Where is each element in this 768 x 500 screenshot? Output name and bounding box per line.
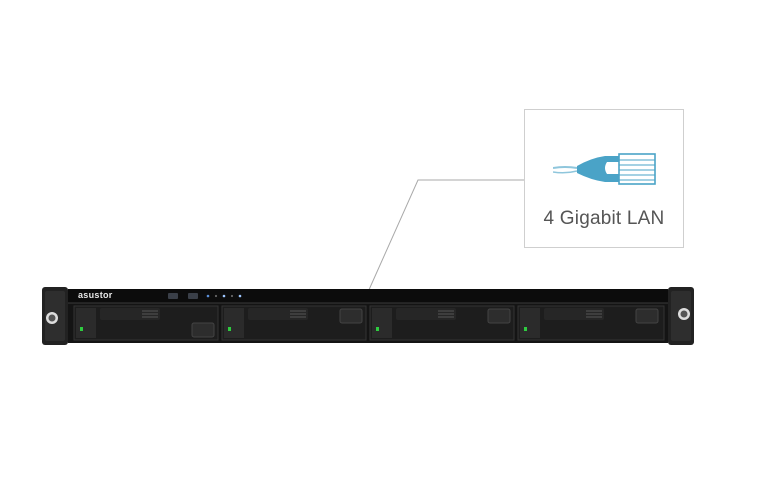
- drive-bay-4: [517, 305, 665, 341]
- drive-bay-1: [73, 305, 219, 341]
- feature-callout: 4 Gigabit LAN: [524, 109, 684, 248]
- right-rack-ear: [668, 287, 694, 345]
- rackmount-nas-device: [42, 287, 694, 345]
- left-rack-ear: [42, 287, 68, 345]
- drive-bay-3: [369, 305, 515, 341]
- callout-caption: 4 Gigabit LAN: [543, 208, 665, 229]
- brand-logo: asustor: [78, 290, 113, 300]
- ethernet-cable-icon: [553, 153, 656, 185]
- drive-bay-2: [221, 305, 367, 341]
